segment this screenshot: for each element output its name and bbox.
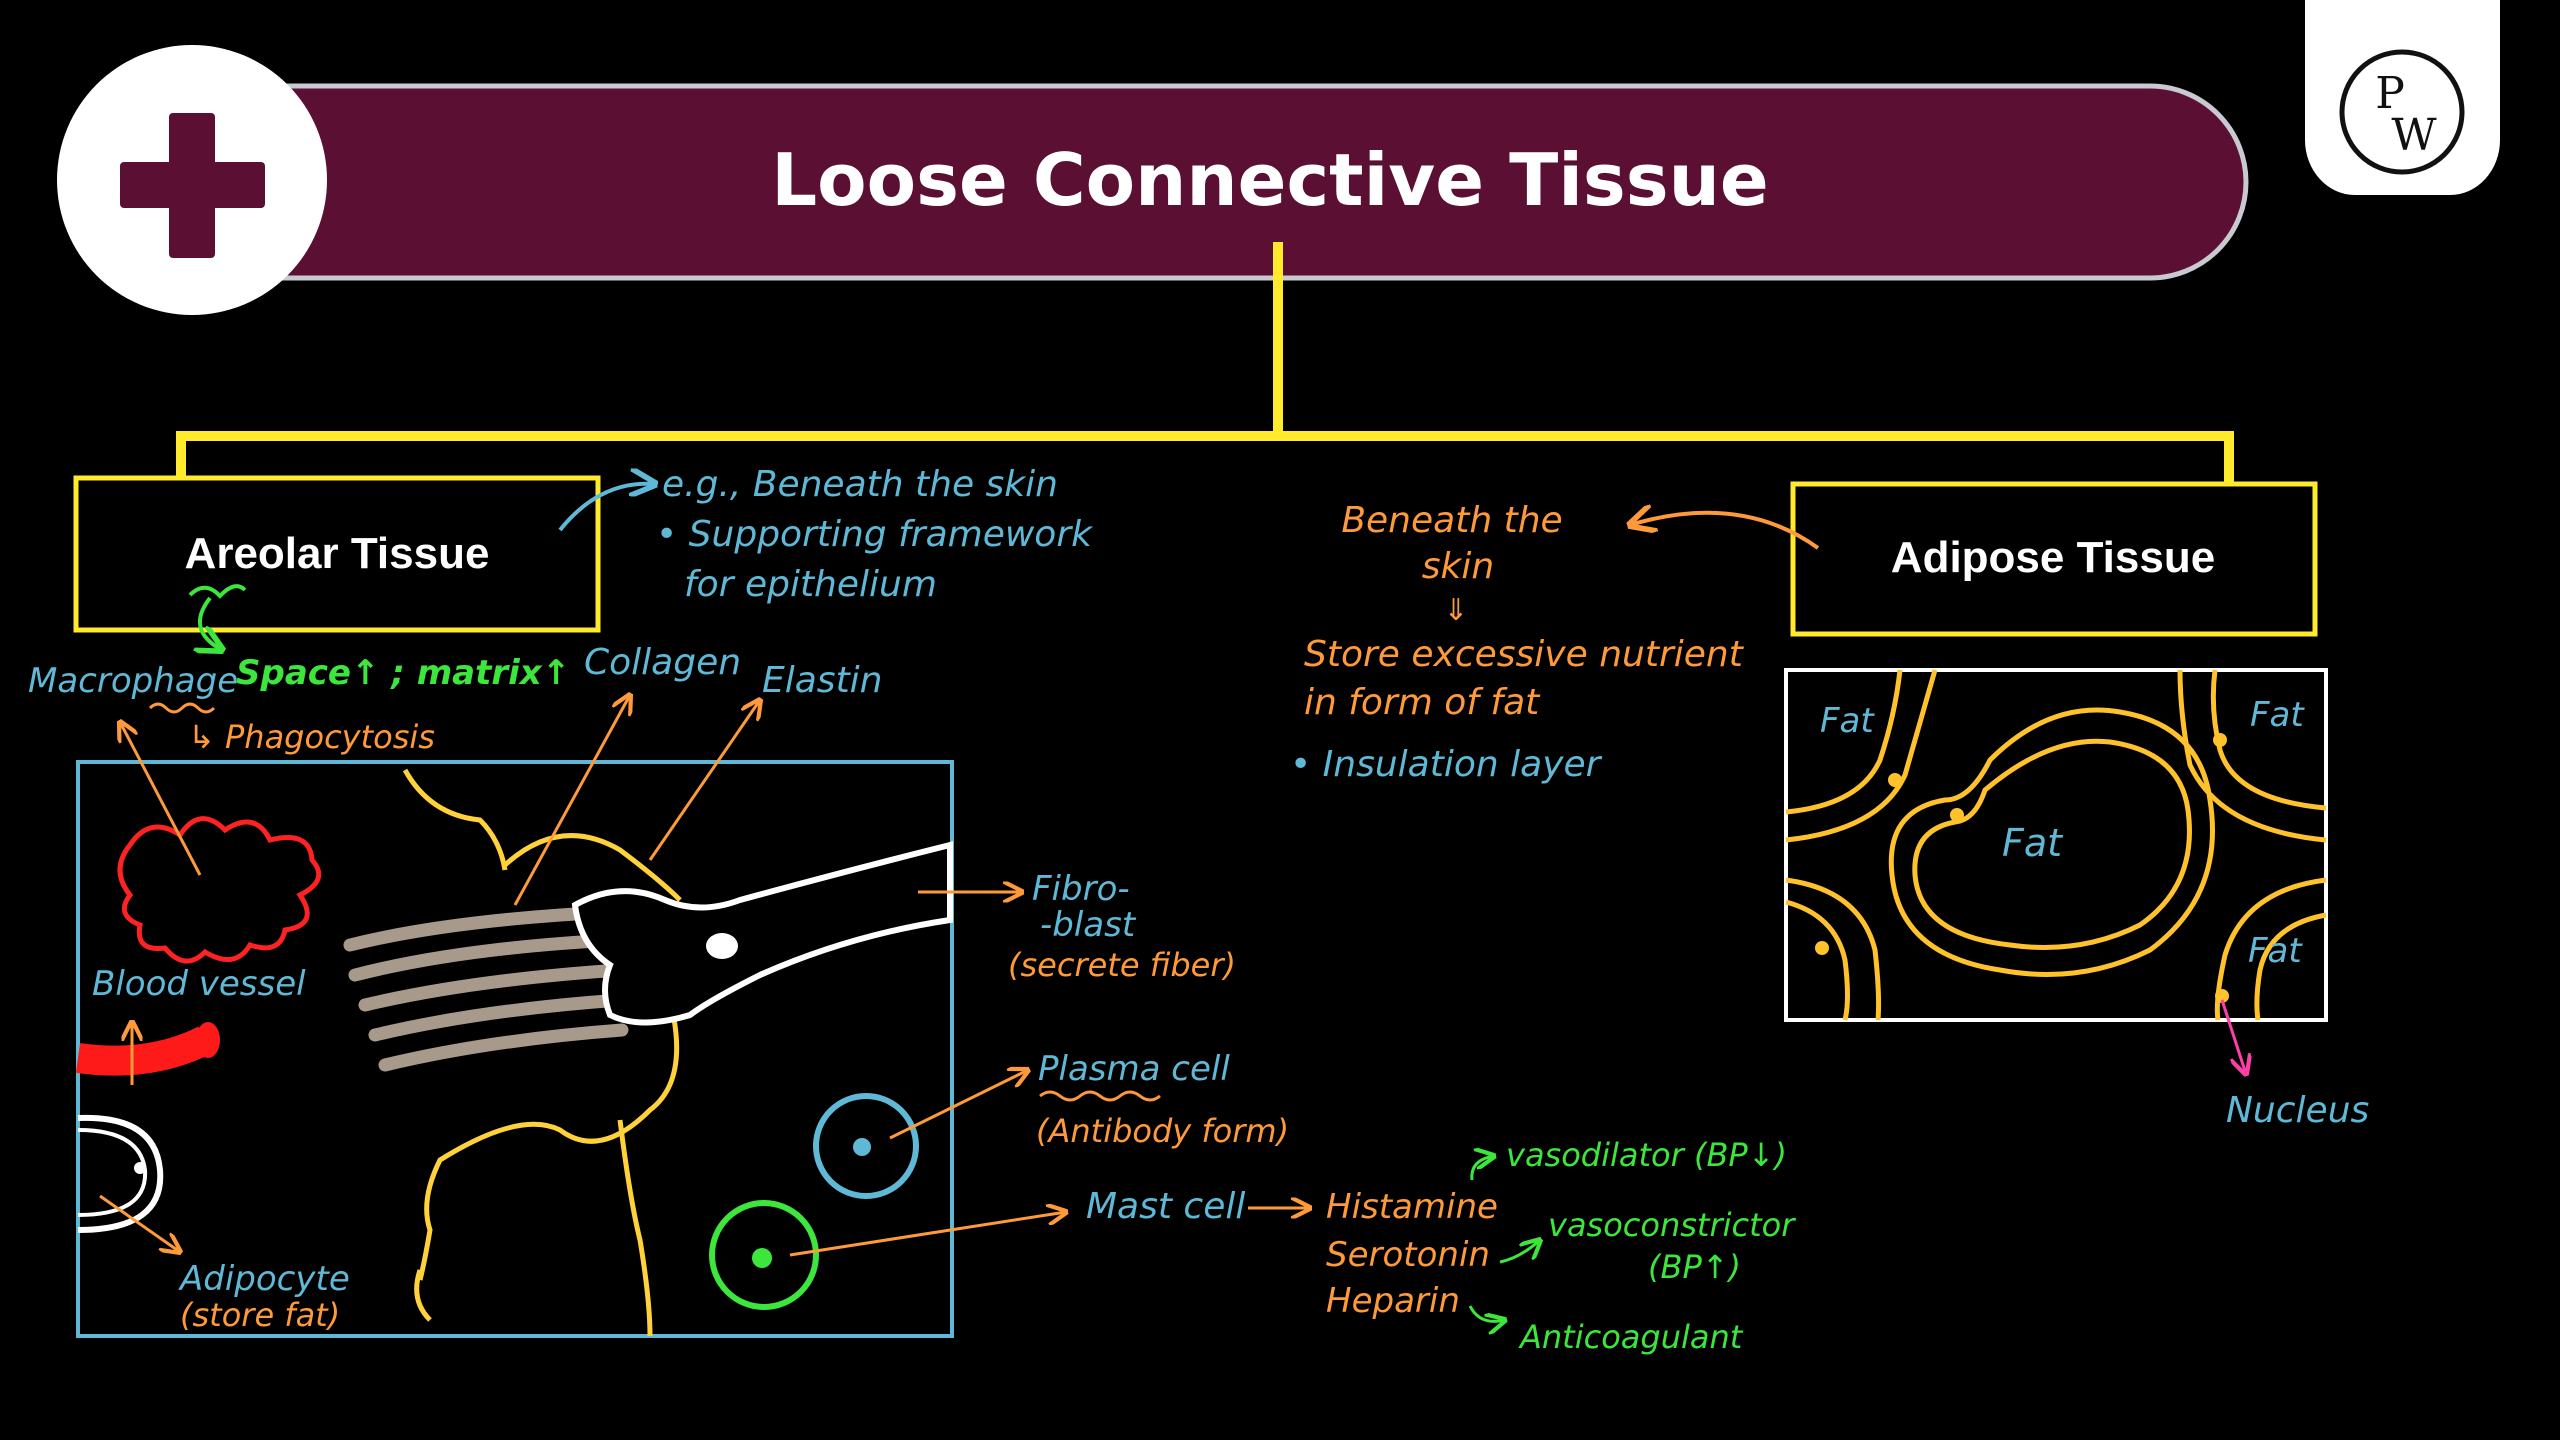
- mast-cell-pointer: [789, 1212, 1066, 1257]
- adipocyte-cell: [77, 1114, 164, 1233]
- blood-vessel: [75, 1026, 212, 1076]
- fibroblast-label: Fibro-: [1032, 869, 1130, 909]
- anticoagulant-label: Anticoagulant: [1518, 1318, 1744, 1356]
- fibroblast-note: (secrete fiber): [1008, 946, 1236, 984]
- vasoconstrictor-note: (BP↑): [1648, 1248, 1741, 1286]
- elastin-pointer: [648, 700, 760, 861]
- example-note: e.g., Beneath the skin: [662, 464, 1058, 505]
- plasma-cell-underline: [1039, 1090, 1161, 1102]
- adipose-location-arrow: [1630, 513, 1820, 550]
- nucleus-label: Nucleus: [2226, 1090, 2369, 1131]
- store-nutrient-note: Store excessive nutrient: [1304, 634, 1745, 675]
- areolar-diagram: [75, 695, 954, 1338]
- fibroblast-cell: [571, 841, 953, 1026]
- phagocytosis-label: ↳ Phagocytosis: [188, 718, 435, 756]
- medical-plus-icon: [57, 45, 327, 315]
- vasoconstrictor-arrow: [1499, 1240, 1540, 1264]
- title-banner: Loose Connective Tissue: [247, 83, 2249, 281]
- collagen-fibers: [343, 905, 629, 1072]
- framework-note: • Supporting framework: [656, 514, 1094, 555]
- fat-label-top-right: Fat: [2250, 695, 2305, 735]
- fat-form-note: in form of fat: [1304, 682, 1541, 723]
- macrophage-underline: [148, 702, 216, 714]
- macrophage-cell: [117, 816, 322, 964]
- macrophage-pointer: [120, 722, 202, 876]
- areolar-tissue-label: Areolar Tissue: [185, 529, 490, 578]
- pw-logo: P W: [2305, 0, 2500, 195]
- histamine-label: Histamine: [1326, 1187, 1498, 1227]
- plasma-cell-label: Plasma cell: [1038, 1049, 1230, 1089]
- central-fat-cell: [1888, 707, 2215, 977]
- blood-vessel-label: Blood vessel: [92, 964, 306, 1004]
- page-title: Loose Connective Tissue: [771, 138, 1768, 222]
- heparin-label: Heparin: [1326, 1281, 1460, 1321]
- plasma-cell-pointer: [889, 1070, 1028, 1140]
- plasma-cell: [813, 1093, 919, 1199]
- elastin-label: Elastin: [762, 660, 883, 701]
- adipocyte-note: (store fat): [180, 1296, 340, 1334]
- antibody-note: (Antibody form): [1036, 1112, 1289, 1150]
- vasodilator-arrow: [1470, 1156, 1494, 1181]
- example-arrow: [558, 484, 655, 532]
- beneath-skin-label: Beneath the: [1341, 500, 1562, 541]
- fat-label-top-left: Fat: [1820, 701, 1875, 741]
- elastin-fibers: [402, 768, 682, 1337]
- collagen-label: Collagen: [584, 642, 741, 683]
- insulation-note: • Insulation layer: [1290, 744, 1603, 785]
- adipose-tissue-label: Adipose Tissue: [1891, 533, 2215, 582]
- down-arrow-label: ⇓: [1443, 593, 1468, 628]
- fibroblast-nucleus: [706, 933, 738, 959]
- serotonin-label: Serotonin: [1326, 1235, 1490, 1275]
- fat-label-center: Fat: [2002, 821, 2064, 865]
- epithelium-note: for epithelium: [684, 564, 937, 605]
- tree-connector: [176, 242, 2234, 486]
- adipocyte-label: Adipocyte: [178, 1259, 350, 1299]
- space-arrow: [188, 584, 245, 650]
- adipocyte-pointer: [99, 1194, 180, 1252]
- logo-letter-p: P: [2375, 68, 2405, 119]
- logo-letter-w: W: [2391, 110, 2437, 161]
- adipose-diagram: Fat Fat Fat Fat: [1784, 668, 2328, 1022]
- collagen-pointer: [513, 695, 630, 906]
- areolar-tissue-box: Areolar Tissue: [73, 475, 601, 633]
- vasodilator-label: vasodilator (BP↓): [1506, 1136, 1787, 1174]
- beneath-skin-label-cont: skin: [1422, 546, 1494, 587]
- anticoagulant-arrow: [1468, 1305, 1505, 1321]
- vasoconstrictor-label: vasoconstrictor: [1548, 1206, 1796, 1244]
- mast-cell: [709, 1200, 819, 1310]
- space-matrix-note: Space↑ ; matrix↑: [236, 653, 570, 693]
- nucleus-pointer: [2220, 999, 2246, 1074]
- macrophage-label: Macrophage: [28, 661, 238, 701]
- fibroblast-label-cont: -blast: [1040, 905, 1137, 945]
- mast-cell-label: Mast cell: [1086, 1186, 1245, 1227]
- adipose-tissue-box: Adipose Tissue: [1790, 481, 2318, 637]
- fat-label-bottom-right: Fat: [2248, 931, 2303, 971]
